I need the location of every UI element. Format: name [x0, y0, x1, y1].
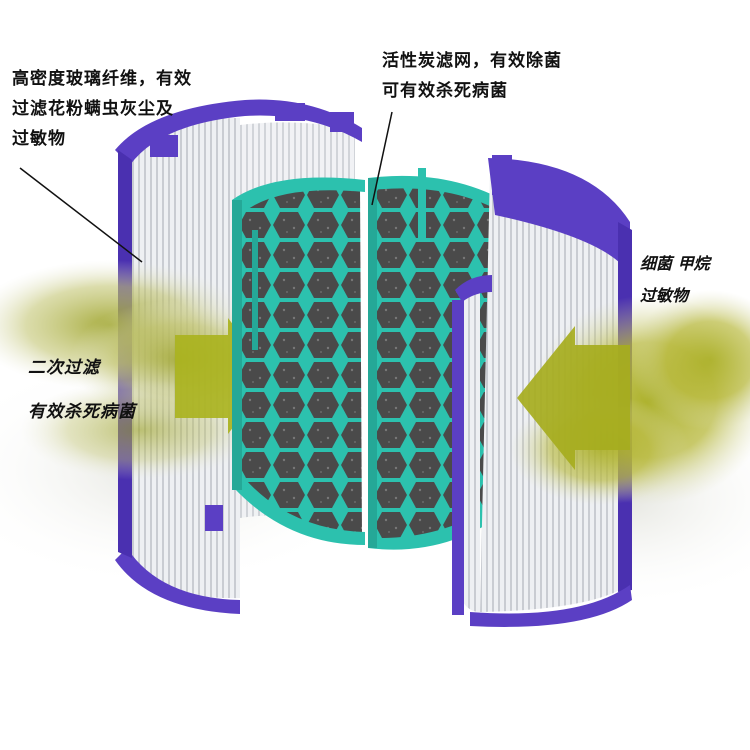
- carbon-filter-left: [232, 177, 365, 545]
- label-hepa-line3: 过敏物: [12, 129, 66, 149]
- leader-line-carbon: [371, 111, 393, 206]
- leader-line-hepa: [19, 167, 143, 263]
- label-output-line2: 有效杀死病菌: [28, 402, 136, 422]
- label-input: 细菌 甲烷 过敏物: [640, 248, 710, 312]
- label-output-line1: 二次过滤: [28, 358, 100, 378]
- label-hepa-line2: 过滤花粉螨虫灰尘及: [12, 99, 174, 119]
- label-carbon-line2: 可有效杀死病菌: [382, 81, 508, 101]
- label-carbon: 活性炭滤网，有效除菌 可有效杀死病菌: [382, 46, 562, 106]
- arrow-input: [517, 326, 630, 470]
- label-hepa: 高密度玻璃纤维，有效 过滤花粉螨虫灰尘及 过敏物: [12, 64, 192, 154]
- label-output: 二次过滤 有效杀死病菌: [28, 346, 136, 434]
- label-input-line2: 过敏物: [640, 286, 689, 305]
- label-input-line1: 细菌 甲烷: [640, 254, 710, 273]
- label-carbon-line1: 活性炭滤网，有效除菌: [382, 51, 562, 71]
- label-hepa-line1: 高密度玻璃纤维，有效: [12, 69, 192, 89]
